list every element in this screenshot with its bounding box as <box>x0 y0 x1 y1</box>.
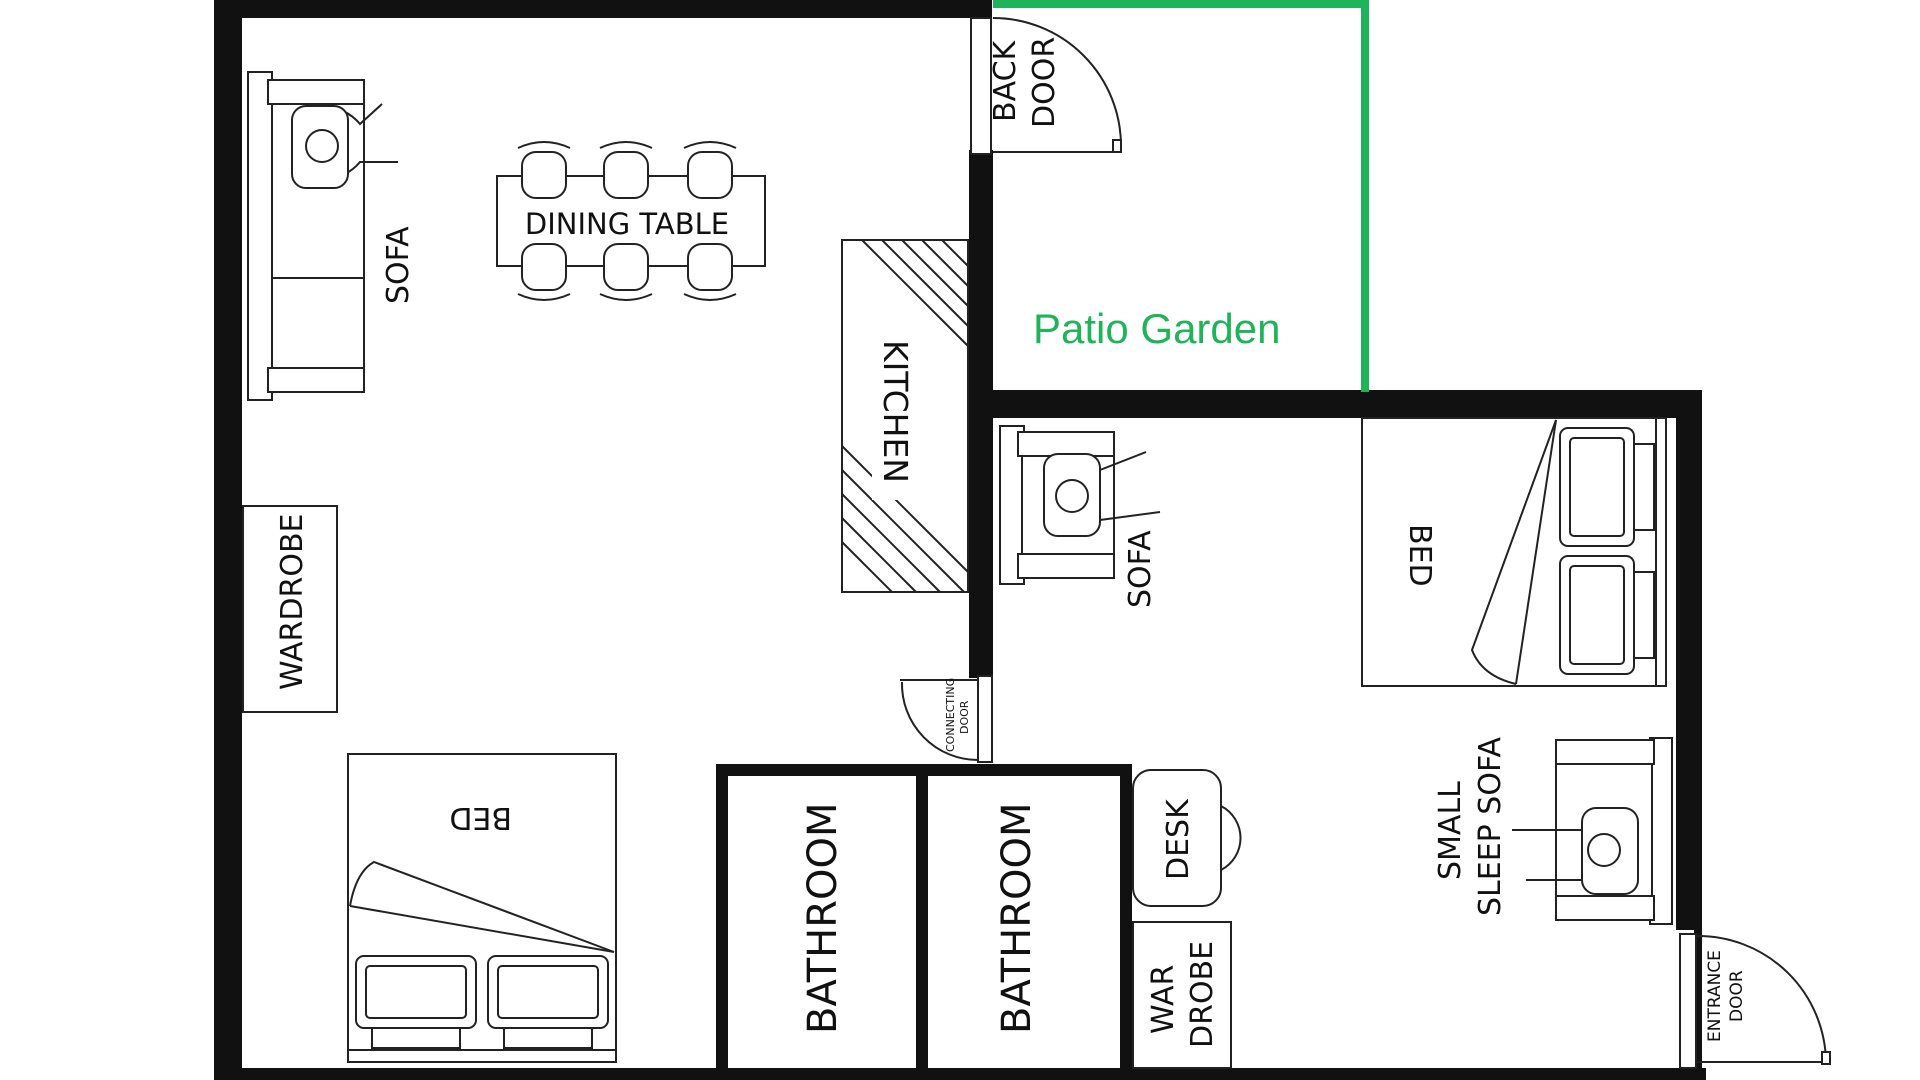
bed-left-headboard <box>347 1049 617 1063</box>
bed-right-sheet-edge <box>1515 419 1557 685</box>
connecting-door-swing <box>900 681 979 761</box>
pillow-icon <box>355 955 609 1049</box>
sleep-sofa-label-1: SMALL <box>1433 781 1468 880</box>
chair-icon <box>517 141 737 301</box>
wardrobe-left: WARDROBE <box>242 505 338 713</box>
kitchen-hatch-top <box>861 239 969 347</box>
sleep-sofa-arm-top <box>1555 739 1655 765</box>
back-door-label-1: BACK <box>988 39 1023 122</box>
wall-right-upper <box>1676 390 1702 930</box>
bed-left-sheet-edge <box>349 905 615 953</box>
living-sofa: SOFA <box>247 71 416 401</box>
kitchen: KITCHEN <box>841 239 969 593</box>
living-sofa-arm-top <box>267 79 365 105</box>
wardrobe-left-box <box>242 505 338 713</box>
living-sofa-arm-bottom <box>267 367 365 393</box>
bed-left-sheet-fold <box>349 860 615 953</box>
patio-top-wall <box>993 0 1363 8</box>
kitchen-hatch-bottom <box>841 445 969 593</box>
entrance-door-frame <box>1679 933 1697 1069</box>
wall-bedroom-top <box>969 390 1702 418</box>
bed-left-label: BED <box>449 800 512 835</box>
patio-garden: Patio Garden <box>993 0 1369 392</box>
living-sofa-back <box>247 71 273 401</box>
wardrobe-small: WAR DROBE <box>1132 921 1232 1069</box>
entrance-door: ENTRANCE DOOR <box>1679 933 1831 1069</box>
wall-bath-left <box>716 764 728 1080</box>
wall-top <box>214 0 992 18</box>
wardrobe-left-label: WARDROBE <box>275 514 310 690</box>
connecting-door-label-1: CONNECTING <box>944 678 957 752</box>
entrance-door-label-1: ENTRANCE <box>1705 950 1725 1042</box>
back-door-stop <box>1112 139 1122 153</box>
dining-label-bg <box>516 204 738 242</box>
bedroom-sofa-label: SOFA <box>1123 530 1158 608</box>
desk-chair <box>1220 805 1242 871</box>
wall-bath-right <box>1120 764 1132 1080</box>
bed-right-sheet-fold <box>1470 419 1557 685</box>
kitchen-label: KITCHEN <box>876 340 915 483</box>
bed-right-headboard <box>1655 417 1667 687</box>
entrance-door-stop <box>1821 1051 1831 1065</box>
bed-left: BED <box>347 753 617 1063</box>
pillow-icon <box>1559 427 1655 675</box>
desk: DESK <box>1132 769 1242 907</box>
bedroom-sofa: SOFA <box>999 425 1161 608</box>
back-door: BACK DOOR <box>970 17 1122 155</box>
wardrobe-small-box <box>1132 921 1232 1069</box>
dining-label: DINING TABLE <box>525 207 729 241</box>
wall-right-lower <box>1694 930 1702 1080</box>
wardrobe-small-label-1: WAR <box>1146 965 1181 1034</box>
sleep-sofa-label-2: SLEEP SOFA <box>1473 737 1508 916</box>
entrance-door-swing <box>1695 934 1827 1063</box>
connecting-door: CONNECTING DOOR <box>900 675 993 763</box>
back-door-swing <box>992 17 1122 147</box>
wall-bath-mid <box>916 764 928 1080</box>
living-sofa-label: SOFA <box>381 226 416 304</box>
bed-right-label: BED <box>1402 524 1437 587</box>
bathroom-1: BATHROOM <box>800 803 846 1034</box>
wardrobe-small-label-2: DROBE <box>1185 941 1220 1048</box>
wall-left <box>214 0 242 1080</box>
kitchen-label-bg <box>872 330 918 500</box>
bathroom-2: BATHROOM <box>994 803 1040 1034</box>
bathroom-1-label: BATHROOM <box>800 803 846 1034</box>
bed-right: BED <box>1361 417 1667 687</box>
wall-bottom <box>214 1068 1706 1080</box>
back-door-label-2: DOOR <box>1027 37 1062 128</box>
patio-label: Patio Garden <box>1033 305 1281 352</box>
sleep-sofa-arm-bottom <box>1555 895 1655 921</box>
bedroom-sofa-arm-top <box>1017 431 1115 457</box>
bathroom-2-label: BATHROOM <box>994 803 1040 1034</box>
patio-right-wall <box>1361 0 1369 392</box>
person-icon <box>1512 807 1639 895</box>
person-icon <box>291 103 398 189</box>
connecting-door-label-2: DOOR <box>958 700 971 734</box>
dining-table: DINING TABLE <box>496 141 766 301</box>
entrance-door-label-2: DOOR <box>1727 970 1747 1022</box>
desk-top <box>1132 769 1222 907</box>
walls <box>214 0 1706 1080</box>
person-icon <box>1043 451 1161 537</box>
bedroom-sofa-arm-bottom <box>1017 553 1115 579</box>
back-door-frame <box>970 17 992 155</box>
sleep-sofa: SMALL SLEEP SOFA <box>1433 737 1673 925</box>
connecting-door-frame <box>977 675 993 763</box>
desk-label: DESK <box>1161 798 1196 880</box>
